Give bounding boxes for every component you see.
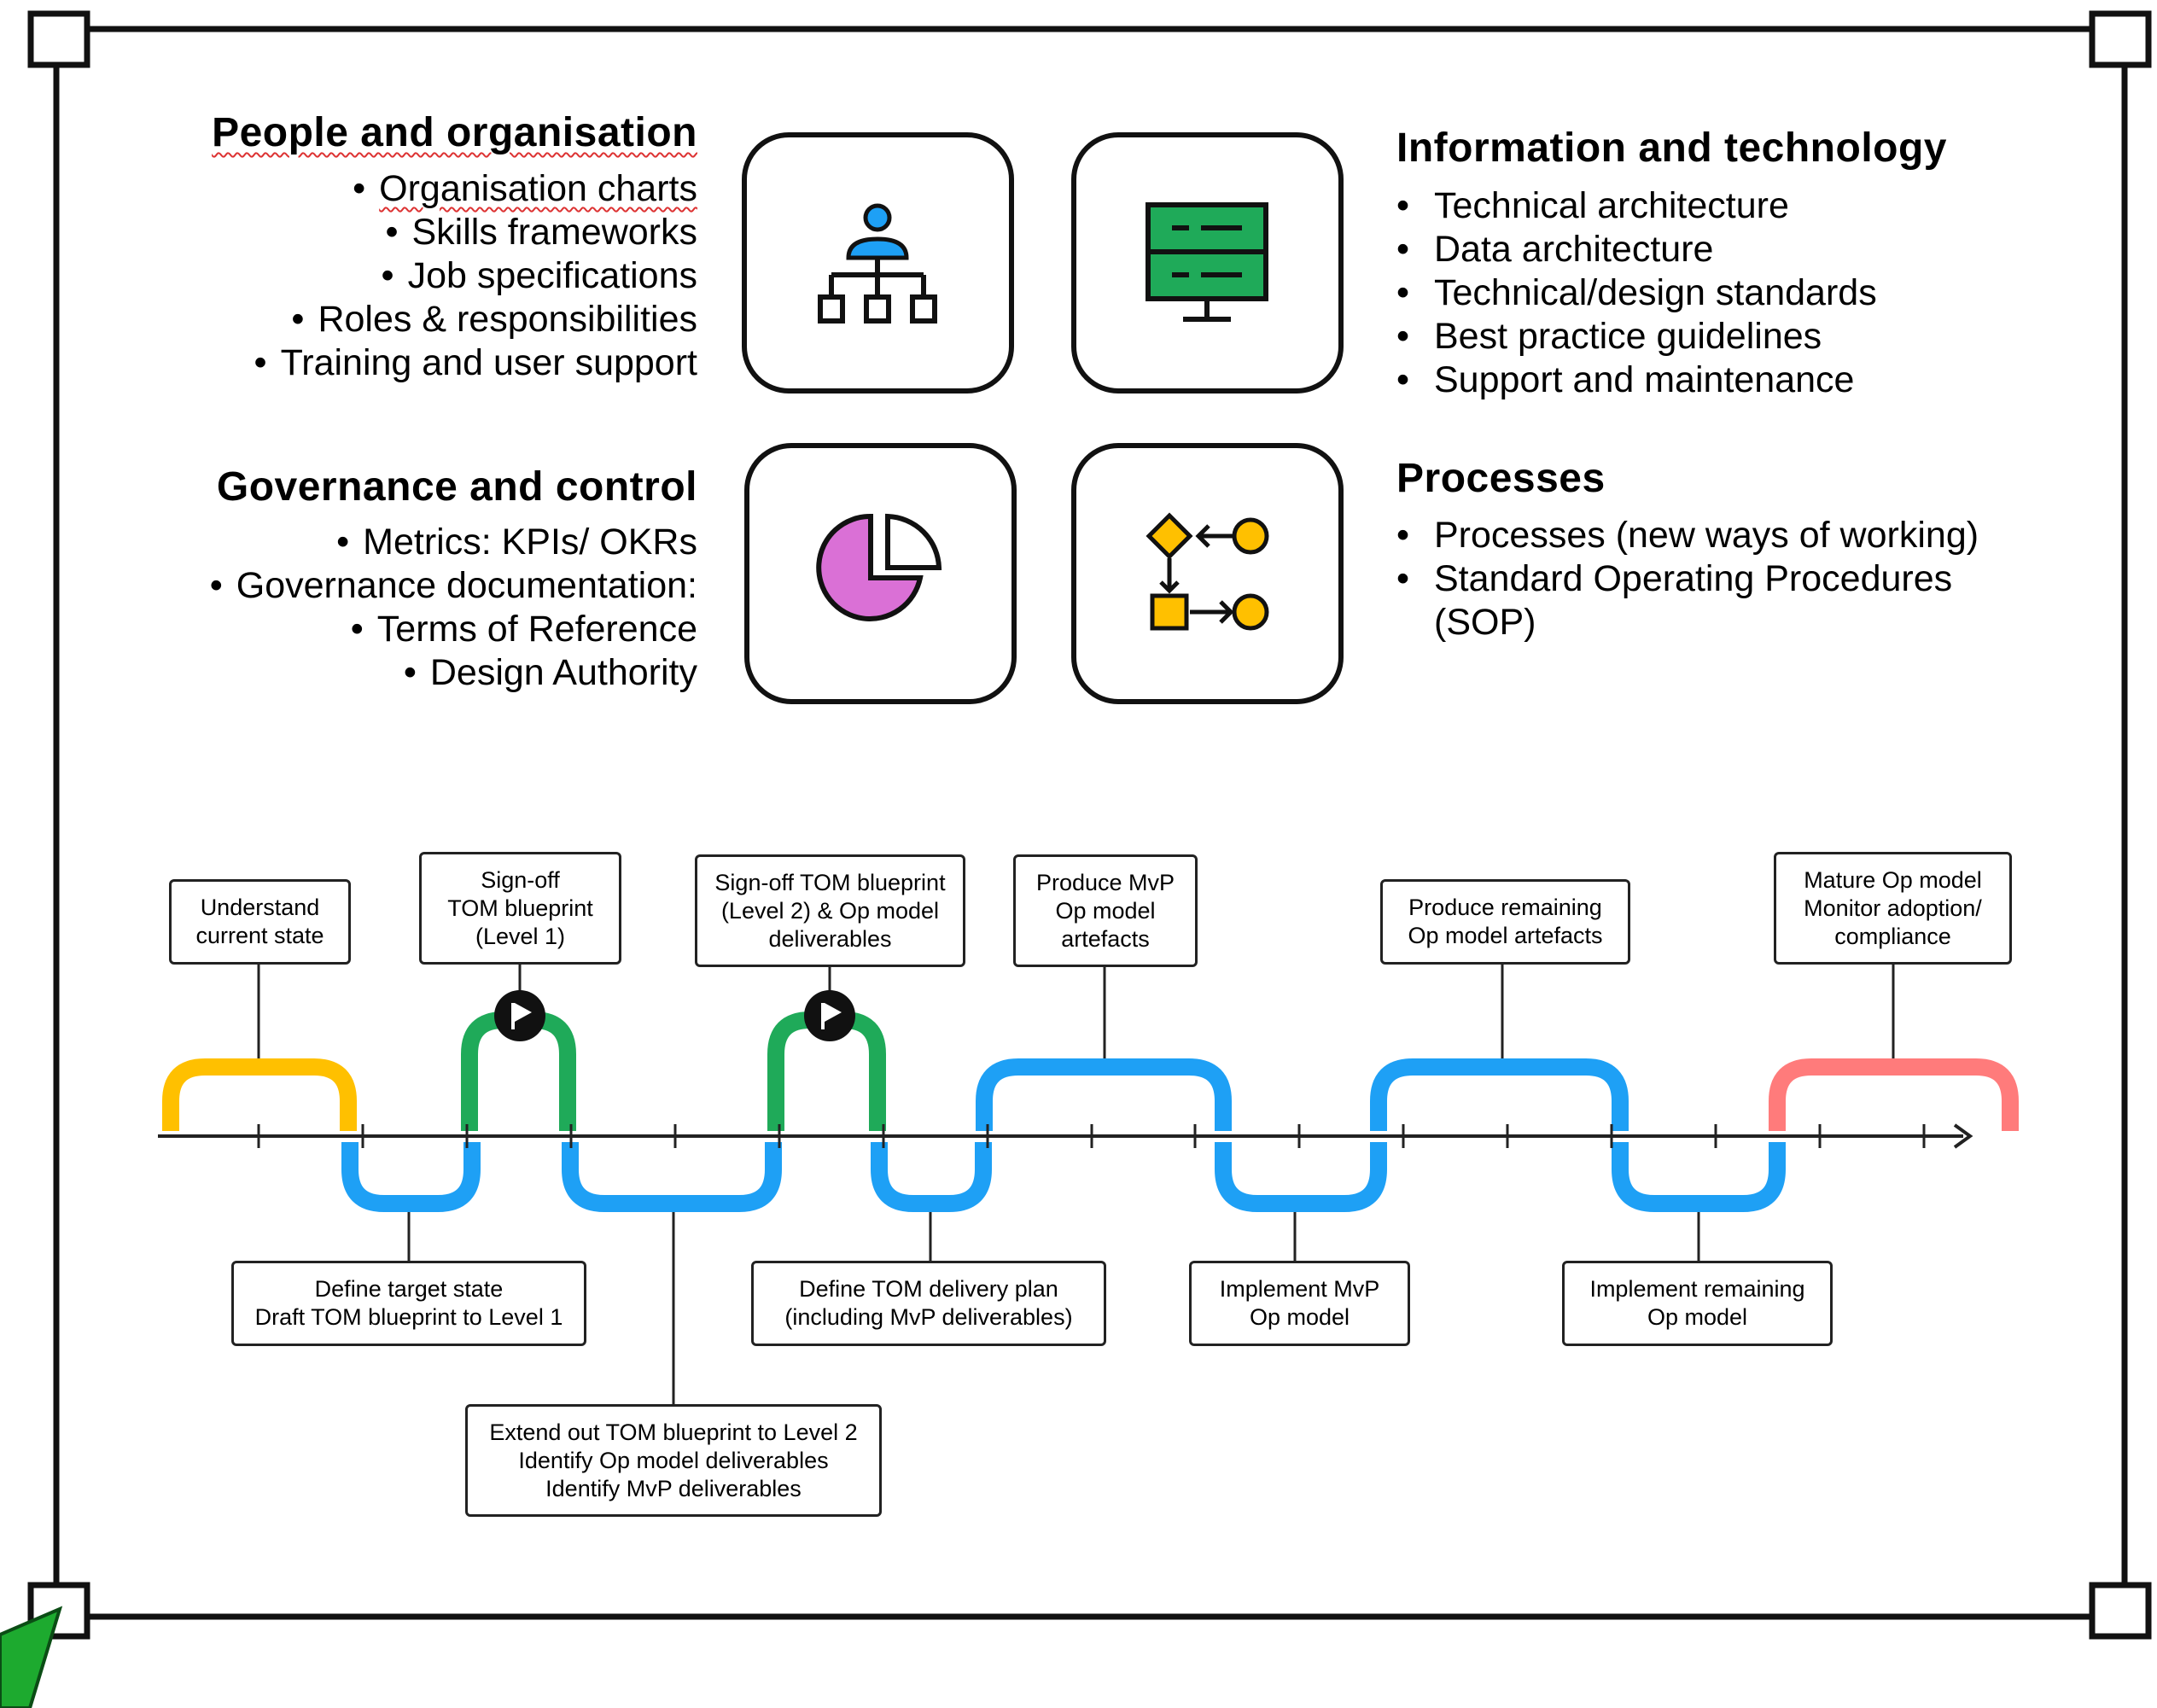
people-item: Job specifications: [248, 254, 697, 298]
people-item: Roles & responsibilities: [248, 298, 697, 341]
pie-chart-icon: [816, 513, 942, 621]
phase-define-target: [341, 1142, 481, 1212]
server-icon: [1146, 202, 1268, 322]
people-item: Training and user support: [248, 341, 697, 385]
phase-produce-remaining: [1370, 1058, 1629, 1131]
flag-pennant: [515, 1003, 532, 1022]
processes-tile: [1071, 443, 1344, 704]
phase-mature: [1769, 1058, 2019, 1131]
phase-extend-blueprint: [562, 1142, 782, 1212]
governance-item: Terms of Reference: [204, 608, 697, 651]
resize-handle-top-left[interactable]: [27, 10, 90, 68]
information-item: Best practice guidelines: [1396, 315, 1877, 359]
org-chart-icon: [818, 203, 937, 324]
flag-pennant: [825, 1003, 842, 1022]
governance-title: Governance and control: [216, 464, 697, 510]
timeline-bottom-label: Implement MvP Op model: [1189, 1261, 1410, 1346]
resize-handle-bottom-right[interactable]: [2089, 1582, 2152, 1640]
information-item: Support and maintenance: [1396, 359, 1877, 402]
cursor-arrow-icon: [0, 1606, 63, 1708]
people-item: Organisation charts: [248, 167, 697, 211]
timeline-top-label: Produce MvP Op model artefacts: [1013, 854, 1198, 967]
timeline-top-label-text: Produce MvP Op model artefacts: [1035, 869, 1175, 952]
axis-arrowhead: [1953, 1123, 1973, 1149]
phase-implement-remaining: [1612, 1142, 1786, 1212]
information-list: Technical architecture Data architecture…: [1396, 184, 1877, 402]
processes-item: Standard Operating Procedures: [1396, 557, 1979, 601]
governance-item: Design Authority: [204, 651, 697, 695]
information-item: Technical architecture: [1396, 184, 1877, 228]
governance-list: Metrics: KPIs/ OKRs Governance documenta…: [204, 521, 697, 695]
resize-handle-top-right[interactable]: [2089, 10, 2152, 68]
timeline-top-label: Sign-off TOM blueprint (Level 1): [419, 852, 621, 965]
governance-item: Governance documentation:: [204, 564, 697, 608]
timeline-top-label: Sign-off TOM blueprint (Level 2) & Op mo…: [695, 854, 965, 967]
processes-list: Processes (new ways of working) Standard…: [1396, 514, 1979, 644]
information-item: Data architecture: [1396, 228, 1877, 271]
processes-item: (SOP): [1434, 602, 1536, 643]
timeline-bottom-label: Define TOM delivery plan (including MvP …: [751, 1261, 1106, 1346]
timeline-top-label: Understand current state: [169, 879, 351, 965]
phase-produce-mvp: [976, 1058, 1232, 1131]
people-list: Organisation charts Skills frameworks Jo…: [248, 167, 697, 385]
timeline-bottom-label: Extend out TOM blueprint to Level 2 Iden…: [465, 1404, 882, 1517]
information-title: Information and technology: [1396, 125, 1947, 171]
phase-implement-mvp: [1215, 1142, 1387, 1212]
people-title: People and organisation: [212, 110, 697, 155]
phase-delivery-plan: [871, 1142, 992, 1212]
phase-understand: [162, 1058, 357, 1131]
timeline-bottom-label: Implement remaining Op model: [1562, 1261, 1833, 1346]
timeline-top-label: Mature Op model Monitor adoption/ compli…: [1774, 852, 2012, 965]
process-flow-icon: [1146, 512, 1269, 631]
people-item: Skills frameworks: [248, 211, 698, 254]
resize-handle-bottom-left[interactable]: [27, 1582, 90, 1640]
information-item: Technical/design standards: [1396, 271, 1877, 315]
processes-item: Processes (new ways of working): [1396, 514, 1979, 557]
processes-title: Processes: [1396, 456, 1606, 501]
timeline-bottom-label: Define target state Draft TOM blueprint …: [231, 1261, 586, 1346]
governance-item: Metrics: KPIs/ OKRs: [204, 521, 697, 564]
timeline-top-label: Produce remaining Op model artefacts: [1380, 879, 1630, 965]
icon-tiles: [742, 132, 1344, 704]
governance-tile: [744, 443, 1017, 704]
